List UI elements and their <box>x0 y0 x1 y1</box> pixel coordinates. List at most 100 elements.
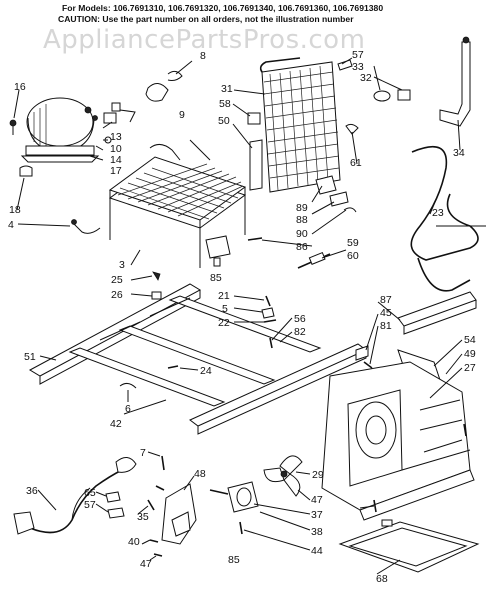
callout-23: 23 <box>432 207 444 219</box>
callout-33: 33 <box>352 61 364 73</box>
callout-50: 50 <box>218 115 230 127</box>
screw-56 <box>269 337 273 349</box>
part-45 <box>355 345 369 361</box>
callout-13: 13 <box>110 131 122 143</box>
callout-25: 25 <box>111 274 123 286</box>
condenser <box>259 57 341 193</box>
base-frame <box>28 283 367 435</box>
fan-shroud-base <box>321 361 475 521</box>
callout-3: 3 <box>119 259 125 271</box>
callout-56: 56 <box>294 313 306 325</box>
fitting-33 <box>373 90 391 102</box>
callout-68: 68 <box>376 573 388 585</box>
tubing-23 <box>410 145 486 292</box>
capillary-34 <box>439 41 471 127</box>
models-line: For Models: 106.7691310, 106.7691320, 10… <box>62 3 383 13</box>
clip-61 <box>345 123 359 135</box>
callout-4: 4 <box>8 219 14 231</box>
callout-42: 42 <box>110 418 122 430</box>
callout-7: 7 <box>140 447 146 459</box>
screw-27 <box>463 423 467 437</box>
screw-44 <box>239 521 243 535</box>
callout-54: 54 <box>464 334 476 346</box>
fan-motor-37 <box>227 481 259 513</box>
grommet-18 <box>19 165 33 177</box>
callout-88: 88 <box>296 214 308 226</box>
bracket-50 <box>249 139 263 191</box>
callout-36: 36 <box>26 485 38 497</box>
part-90 <box>343 207 357 213</box>
callout-22: 22 <box>218 317 230 329</box>
leader-lines <box>13 57 463 575</box>
screw-47-right <box>373 499 377 513</box>
callout-27: 27 <box>464 362 476 374</box>
part-58 <box>247 112 261 125</box>
screw-22 <box>263 319 277 323</box>
callout-14: 14 <box>110 154 122 166</box>
drain-pan-68 <box>338 521 480 573</box>
callout-6: 6 <box>125 403 131 415</box>
caution-line: CAUTION: Use the part number on all orde… <box>58 14 354 24</box>
callout-29: 29 <box>312 469 324 481</box>
callout-51: 51 <box>24 351 36 363</box>
defrost-timer-85 <box>205 235 231 259</box>
callout-9: 9 <box>179 109 185 121</box>
drain-part-9 <box>145 83 169 102</box>
callout-82: 82 <box>294 326 306 338</box>
callout-21: 21 <box>218 290 230 302</box>
callout-90: 90 <box>296 228 308 240</box>
callout-18: 18 <box>9 204 21 216</box>
callout-85: 85 <box>210 272 222 284</box>
callout-38: 38 <box>311 526 323 538</box>
part-57-bottom <box>107 507 125 519</box>
callout-57-lower: 57 <box>84 499 96 511</box>
callout-31: 31 <box>221 83 233 95</box>
screw-21 <box>265 295 271 307</box>
callout-85-lower: 85 <box>228 554 240 566</box>
callout-61: 61 <box>350 157 362 169</box>
screw-86 <box>247 237 263 241</box>
screw-47-bottom <box>153 553 163 557</box>
callout-47-lower: 47 <box>140 558 152 570</box>
callout-87: 87 <box>380 294 392 306</box>
callout-16: 16 <box>14 81 26 93</box>
callout-44: 44 <box>311 545 323 557</box>
callout-81: 81 <box>380 320 392 332</box>
callout-17: 17 <box>110 165 122 177</box>
watermark-text: AppliancePartsPros.com <box>43 25 365 55</box>
compressor <box>20 97 100 163</box>
screw-25 <box>152 271 161 281</box>
callout-37: 37 <box>311 509 323 521</box>
screw-16 <box>9 119 17 127</box>
fan-blade-29 <box>263 455 303 497</box>
callout-59: 59 <box>347 237 359 249</box>
callout-32: 32 <box>360 72 372 84</box>
callout-8: 8 <box>200 50 206 62</box>
evaporator-coil <box>108 139 247 268</box>
clip-6 <box>119 382 137 389</box>
power-cord-36 <box>13 457 137 535</box>
callout-24: 24 <box>200 365 212 377</box>
clip-8 <box>167 70 183 81</box>
part-57-top <box>337 59 353 71</box>
callout-35: 35 <box>137 511 149 523</box>
part-26 <box>151 291 162 300</box>
callout-labels: 8 57 33 32 16 31 58 9 13 10 14 17 50 61 … <box>8 49 476 585</box>
callout-40: 40 <box>128 536 140 548</box>
callout-5: 5 <box>222 303 228 315</box>
part-65 <box>105 491 121 503</box>
wire-4 <box>73 223 101 234</box>
callout-58: 58 <box>219 98 231 110</box>
screw-24 <box>167 365 179 369</box>
callout-10: 10 <box>110 143 122 155</box>
fitting-32 <box>397 89 411 101</box>
part-5 <box>261 307 275 319</box>
callout-26: 26 <box>111 289 123 301</box>
part-88 <box>329 191 349 207</box>
callout-47: 47 <box>311 494 323 506</box>
switch-89 <box>315 175 337 195</box>
screw-7 <box>161 455 165 471</box>
screw-40 <box>149 539 159 543</box>
callout-48: 48 <box>194 468 206 480</box>
